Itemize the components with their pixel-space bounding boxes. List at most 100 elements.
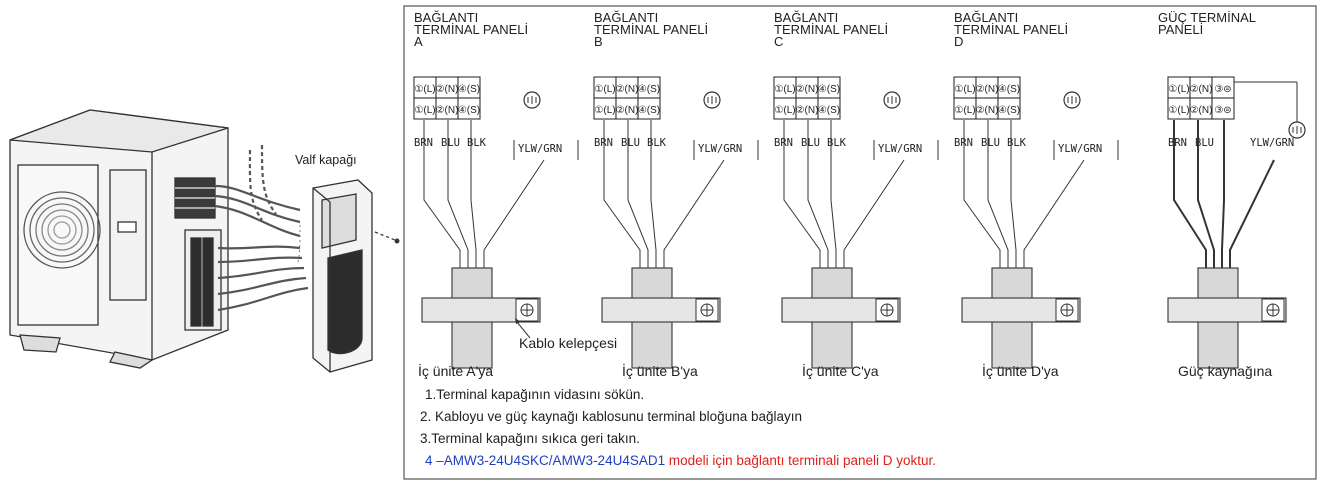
wire	[627, 120, 649, 268]
terminal-cell	[1211, 97, 1235, 120]
instruction-step-4-note: modeli için bağlantı terminali paneli D …	[665, 453, 936, 468]
terminal-label: ④(S)	[458, 84, 480, 95]
wire	[807, 120, 829, 268]
hoses	[214, 144, 309, 312]
terminal-label: ②(N)	[1190, 105, 1213, 116]
wire	[963, 120, 1001, 268]
wire	[650, 120, 657, 268]
wire-label-ylw-grn: YLW/GRN	[1058, 143, 1102, 155]
wire-label-brn: BRN	[1168, 137, 1187, 149]
instruction-step-4: 4 –AMW3-24U4SKC/AMW3-24U4SAD1 modeli içi…	[425, 453, 936, 468]
terminal-label: ④(S)	[638, 84, 660, 95]
wire-label-ylw-grn: YLW/GRN	[518, 143, 562, 155]
wire-label-brn: BRN	[954, 137, 973, 149]
cable-clamp-pointer	[516, 321, 531, 339]
outdoor-unit-illustration	[9, 109, 309, 369]
terminal-label: ①(L)	[594, 84, 615, 95]
wire	[1197, 120, 1215, 268]
panel-title-line: PANELİ	[1158, 22, 1203, 37]
wire-label-blu: BLU	[801, 137, 820, 149]
terminal-label: ①(L)	[774, 84, 795, 95]
terminal-label: ①(L)	[414, 105, 435, 116]
terminal-label: ①(L)	[414, 84, 435, 95]
terminal-label: ④(S)	[638, 105, 660, 116]
terminal-label: ③⊜	[1214, 84, 1231, 95]
panel-title-line: TERMİNAL PANELİ	[414, 22, 528, 37]
instruction-step-3: 3.Terminal kapağını sıkıca geri takın.	[420, 431, 640, 446]
instruction-step-1: 1.Terminal kapağının vidasını sökün.	[425, 387, 644, 402]
wire-label-blu: BLU	[621, 137, 640, 149]
terminal-label: ②(N)	[796, 105, 819, 116]
panel-title-line: TERMİNAL PANELİ	[954, 22, 1068, 37]
wire-label-blu: BLU	[981, 137, 1000, 149]
wire	[603, 120, 641, 268]
panel-title-line: A	[414, 34, 423, 49]
terminal-label: ①(L)	[1168, 105, 1189, 116]
destination-label: İç ünite B'ya	[622, 362, 698, 379]
wire	[830, 120, 837, 268]
terminal-label: ①(L)	[1168, 84, 1189, 95]
panel-title-line: TERMİNAL PANELİ	[774, 22, 888, 37]
wire	[1010, 120, 1017, 268]
panel-title-line: C	[774, 34, 783, 49]
wire-label-ylw-grn: YLW/GRN	[1250, 137, 1294, 149]
wire-label-blu: BLU	[441, 137, 460, 149]
terminal-cell	[637, 97, 661, 120]
valve-cover-illustration	[312, 179, 400, 373]
wire	[1173, 120, 1207, 268]
terminal-label: ④(S)	[818, 105, 840, 116]
panel-title-line: BAĞLANTI	[774, 10, 838, 25]
wire	[987, 120, 1009, 268]
wire-label-blk: BLK	[827, 137, 847, 149]
terminal-label: ④(S)	[458, 105, 480, 116]
terminal-label: ④(S)	[998, 105, 1020, 116]
terminal-label: ③⊜	[1214, 105, 1231, 116]
wire-label-ylw-grn: YLW/GRN	[698, 143, 742, 155]
terminal-label: ①(L)	[594, 105, 615, 116]
panel-title-line: BAĞLANTI	[594, 10, 658, 25]
terminal-cell	[997, 97, 1021, 120]
wire-label-blk: BLK	[1007, 137, 1027, 149]
terminal-label: ②(N)	[436, 105, 459, 116]
wire	[843, 159, 905, 268]
instruction-step-4-prefix: 4 –	[425, 453, 444, 468]
terminal-label: ②(N)	[436, 84, 459, 95]
destination-label: Güç kaynağına	[1178, 363, 1272, 379]
terminal-label: ②(N)	[1190, 84, 1213, 95]
cable-clamp-label: Kablo kelepçesi	[519, 335, 617, 351]
wire-label-blu: BLU	[1195, 137, 1214, 149]
instruction-step-2: 2. Kabloyu ve güç kaynağı kablosunu term…	[420, 409, 802, 424]
terminal-label: ④(S)	[818, 84, 840, 95]
terminal-label: ④(S)	[998, 84, 1020, 95]
panel-title-line: D	[954, 34, 963, 49]
panel-title-line: GÜÇ TERMİNAL	[1158, 10, 1256, 25]
wire-label-brn: BRN	[774, 137, 793, 149]
fan-grille	[17, 164, 101, 326]
terminal-label: ②(N)	[976, 105, 999, 116]
wire-label-brn: BRN	[414, 137, 433, 149]
terminal-label: ①(L)	[774, 105, 795, 116]
wire-label-brn: BRN	[594, 137, 613, 149]
wire-label-blk: BLK	[647, 137, 667, 149]
panel-title-line: BAĞLANTI	[414, 10, 478, 25]
wire	[1023, 159, 1085, 268]
terminal-cell	[817, 97, 841, 120]
destination-label: İç ünite C'ya	[802, 362, 879, 379]
wire-label-blk: BLK	[467, 137, 487, 149]
side-terminal-block	[174, 177, 222, 331]
diagram-frame	[403, 5, 1317, 480]
terminal-label: ②(N)	[616, 105, 639, 116]
instruction-step-4-models: AMW3-24U4SKC/AMW3-24U4SAD1	[444, 453, 665, 468]
wire	[423, 120, 461, 268]
terminal-label: ①(L)	[954, 105, 975, 116]
terminal-label: ①(L)	[954, 84, 975, 95]
terminal-label: ②(N)	[616, 84, 639, 95]
destination-label: İç ünite A'ya	[418, 362, 493, 379]
panel-title-line: B	[594, 34, 603, 49]
